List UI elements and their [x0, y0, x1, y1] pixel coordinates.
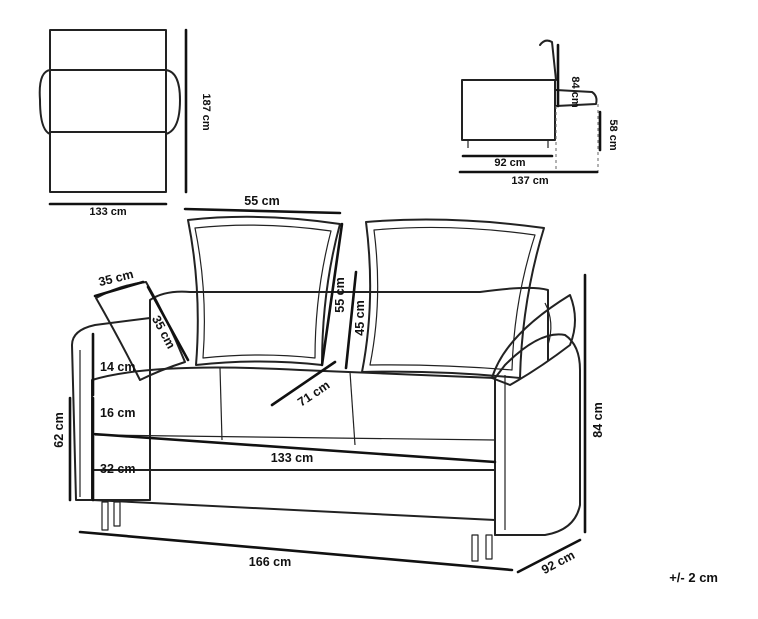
- seat-depth-label: 71 cm: [295, 378, 332, 409]
- sofa-leg: [101, 501, 109, 531]
- small-cushion-height-line: [146, 285, 190, 362]
- base-height-label: 32 cm: [100, 462, 135, 476]
- overall-depth-line: [516, 538, 582, 574]
- side-view-depth-open-label: 137 cm: [511, 175, 549, 187]
- seat-total-height-label: 62 cm: [52, 412, 66, 447]
- side-view-back-height-label: 84 cm: [569, 76, 581, 107]
- seat-seam: [219, 367, 223, 441]
- seat-cushion-thickness-label: 16 cm: [100, 406, 135, 420]
- sofa-left-arm: [71, 317, 151, 501]
- tolerance-note: +/- 2 cm: [669, 570, 718, 585]
- top-view-outline: [49, 29, 167, 193]
- small-cushion-width-line: [93, 280, 145, 298]
- side-view-footrest: [555, 89, 598, 107]
- back-pillow-left: [187, 215, 341, 366]
- overall-width-line: [78, 530, 514, 572]
- sofa-base: [91, 469, 496, 536]
- sofa-leg: [485, 534, 493, 560]
- seat-seam: [349, 371, 356, 446]
- back-pillow-right-piping: [369, 226, 536, 371]
- sofa-right-arm: [494, 333, 581, 536]
- side-view-back: [539, 39, 557, 81]
- sofa-leg: [113, 501, 121, 527]
- side-view-depth-closed-label: 92 cm: [494, 157, 525, 169]
- cushion-height-label: 55 cm: [333, 277, 347, 312]
- back-pillow-right: [361, 218, 545, 379]
- sofa-leg: [471, 534, 479, 562]
- overall-height-label: 84 cm: [591, 402, 605, 437]
- side-view-seat-height-label: 58 cm: [607, 119, 619, 150]
- top-view-left-arm: [38, 69, 51, 135]
- seat-front-seam: [94, 434, 496, 441]
- side-view-body: [461, 79, 556, 141]
- top-view-depth-label: 187 cm: [200, 93, 212, 131]
- seat-depth-line: [270, 360, 337, 407]
- back-pillow-left-piping: [194, 224, 332, 359]
- top-view: 187 cm 133 cm: [38, 28, 212, 218]
- overall-width-label: 166 cm: [249, 555, 291, 569]
- cushion-width-label: 55 cm: [244, 194, 279, 208]
- sofa-seat: [91, 366, 496, 471]
- side-view: 84 cm 58 cm 92 cm 137 cm: [458, 39, 619, 187]
- cushion-width-line: [183, 207, 342, 215]
- top-view-seat: [49, 69, 167, 133]
- cushion-height-line: [320, 222, 344, 367]
- cushion-inner-height-line: [344, 270, 358, 370]
- small-pillow-right-seam: [544, 302, 552, 346]
- top-view-right-arm: [165, 69, 181, 135]
- seat-width-label: 133 cm: [271, 451, 313, 465]
- sofa-back: [149, 286, 549, 361]
- top-view-width-label: 133 cm: [89, 206, 127, 218]
- backrest-height-label: 14 cm: [100, 360, 135, 374]
- cushion-inner-height-label: 45 cm: [353, 300, 367, 335]
- seat-width-line: [91, 432, 497, 464]
- small-pillow-right: [491, 294, 576, 386]
- main-view: 55 cm 55 cm 45 cm 35 cm 35 cm 71 cm 14 c…: [52, 194, 605, 577]
